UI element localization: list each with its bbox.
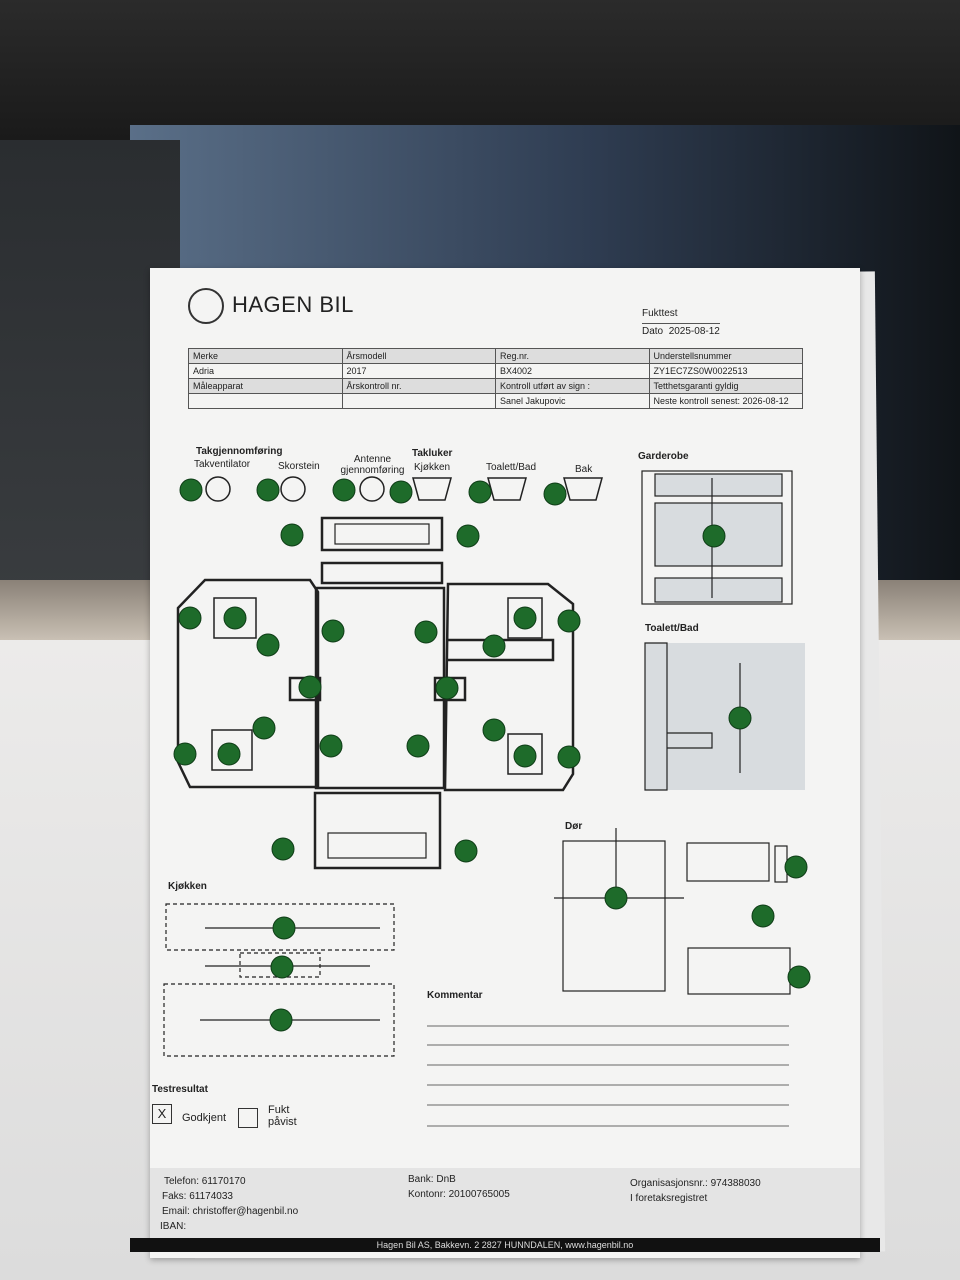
- measurement-point: [414, 620, 438, 644]
- measurement-point: [223, 606, 247, 630]
- footer-address: Hagen Bil AS, Bakkevn. 2 2827 HUNNDALEN,…: [130, 1238, 880, 1252]
- footer-org: Organisasjonsnr.: 974388030: [630, 1178, 761, 1189]
- measurement-point: [173, 742, 197, 766]
- cell: Tetthetsgaranti gyldig: [648, 378, 803, 394]
- garderobe-heading: Garderobe: [638, 451, 689, 462]
- measurement-point: [728, 706, 752, 730]
- label-skorstein: Skorstein: [278, 461, 320, 472]
- vehicle-outline: [176, 516, 575, 870]
- measurement-point: [468, 480, 492, 504]
- label-bak: Bak: [575, 464, 593, 475]
- measurement-point: [784, 855, 808, 879]
- result-heading: Testresultat: [152, 1084, 208, 1095]
- measurement-point: [513, 744, 537, 768]
- footer-register: I foretaksregistret: [630, 1193, 708, 1204]
- garderobe-diagram: [641, 470, 793, 605]
- approved-checkbox[interactable]: X: [152, 1104, 172, 1124]
- approved-label: Godkjent: [182, 1112, 227, 1124]
- measurement-point: [482, 718, 506, 742]
- measurement-point: [557, 609, 581, 633]
- label-kjokken-hatch: Kjøkken: [414, 462, 451, 473]
- comment-lines: [427, 1025, 789, 1127]
- measurement-point: [543, 482, 567, 506]
- measurement-point: [271, 837, 295, 861]
- inspection-form: HAGEN BIL Fukttest Dato 2025-08-12 Merke…: [130, 268, 880, 1258]
- footer-bank: Bank: DnB: [408, 1174, 456, 1185]
- measurement-point: [604, 886, 628, 910]
- measurement-point: [406, 734, 430, 758]
- measurement-point: [456, 524, 480, 548]
- footer-phone: Telefon: 61170170: [164, 1176, 246, 1187]
- measurement-point: [252, 716, 276, 740]
- moisture-checkbox[interactable]: [238, 1108, 258, 1128]
- label-takventilator: Takventilator: [194, 459, 251, 470]
- cell: Sanel Jakupovic: [495, 393, 650, 409]
- label-toalett-hatch: Toalett/Bad: [486, 462, 537, 473]
- measurement-point: [751, 904, 775, 928]
- measurement-point: [269, 1008, 293, 1032]
- moisture-label: Fukt påvist: [268, 1104, 297, 1128]
- footer-fax: Faks: 61174033: [162, 1191, 233, 1202]
- cell: [341, 393, 496, 409]
- measurement-point: [321, 619, 345, 643]
- measurement-point: [179, 478, 203, 502]
- measurement-point: [178, 606, 202, 630]
- comment-heading: Kommentar: [427, 990, 483, 1001]
- label-antenne: Antenne gjennomføring: [340, 454, 405, 476]
- roof-icons: [205, 476, 603, 502]
- roof-heading: Takgjennomføring: [196, 446, 283, 457]
- measurement-point: [389, 480, 413, 504]
- logo-icon: [188, 288, 224, 324]
- footer-account: Kontonr: 20100765005: [408, 1189, 510, 1200]
- measurement-point: [702, 524, 726, 548]
- measurement-point: [332, 478, 356, 502]
- toilet-diagram: [644, 642, 805, 791]
- test-label: Fukttest: [642, 308, 678, 319]
- date-value: 2025-08-12: [668, 326, 720, 337]
- footer-email: Email: christoffer@hagenbil.no: [162, 1206, 299, 1217]
- cell: Understellsnummer: [648, 348, 803, 364]
- measurement-point: [256, 478, 280, 502]
- measurement-point: [319, 734, 343, 758]
- kitchen-heading: Kjøkken: [168, 881, 207, 892]
- date-row: Dato 2025-08-12: [642, 323, 720, 337]
- cell: Årsmodell: [341, 348, 496, 364]
- cell: Neste kontroll senest: 2026-08-12: [648, 393, 803, 409]
- door-heading: Dør: [565, 821, 583, 832]
- measurement-point: [217, 742, 241, 766]
- date-label: Dato: [642, 326, 664, 337]
- cell: Årskontroll nr.: [341, 378, 496, 394]
- cell: [188, 393, 343, 409]
- measurement-point: [513, 606, 537, 630]
- measurement-point: [256, 633, 280, 657]
- toalett-heading: Toalett/Bad: [645, 623, 699, 634]
- measurement-point: [557, 745, 581, 769]
- company-name: HAGEN BIL: [232, 292, 354, 317]
- measurement-point: [280, 523, 304, 547]
- measurement-point: [454, 839, 478, 863]
- measurement-point: [482, 634, 506, 658]
- measurement-point: [787, 965, 811, 989]
- footer-iban: IBAN:: [160, 1221, 187, 1232]
- floorplan-diagram: [163, 470, 811, 1127]
- measurement-point: [298, 675, 322, 699]
- hatches-heading: Takluker: [412, 448, 453, 459]
- measurement-point: [270, 955, 294, 979]
- measurement-point: [435, 676, 459, 700]
- background-frame: [0, 0, 960, 140]
- measurement-point: [272, 916, 296, 940]
- cell: Kontroll utført av sign :: [495, 378, 650, 394]
- footer: Telefon: 61170170 Faks: 61174033 Email: …: [150, 1168, 860, 1238]
- measurement-dots: [173, 478, 811, 1032]
